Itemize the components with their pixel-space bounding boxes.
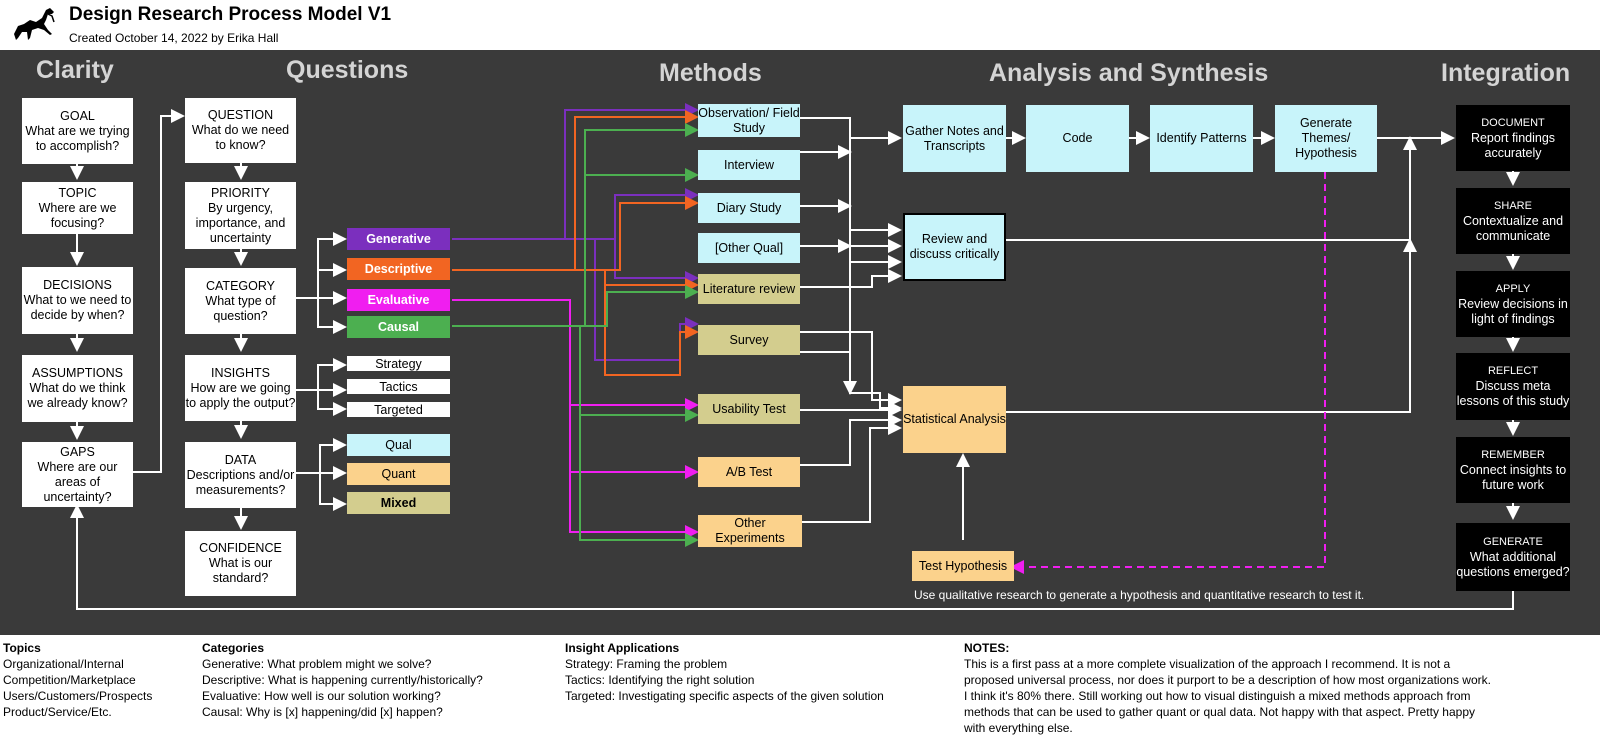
legend-categories: Categories Generative: What problem migh…	[202, 641, 483, 719]
diagram-title: Design Research Process Model V1	[69, 4, 392, 25]
method-test-hypothesis: Test Hypothesis	[912, 551, 1014, 581]
analysis-generate-themes: Generate Themes/ Hypothesis	[1275, 105, 1377, 172]
analysis-code: Code	[1026, 105, 1129, 172]
insight-chip-tactics: Tactics	[347, 379, 450, 394]
method-diary-study: Diary Study	[698, 193, 800, 223]
insight-chip-strategy: Strategy	[347, 356, 450, 371]
method-other-qual: [Other Qual]	[698, 233, 800, 263]
legend-insight-applications: Insight Applications Strategy: Framing t…	[565, 641, 884, 703]
method-usability-test: Usability Test	[698, 394, 800, 424]
analysis-identify-patterns: Identify Patterns	[1150, 105, 1253, 172]
insight-chip-targeted: Targeted	[347, 402, 450, 417]
analysis-gather-notes: Gather Notes and Transcripts	[903, 105, 1006, 172]
canvas-note: Use qualitative research to generate a h…	[914, 588, 1365, 602]
legend-notes: NOTES: This is a first pass at a more co…	[964, 641, 1491, 735]
column-heading-analysis: Analysis and Synthesis	[989, 59, 1269, 87]
data-chip-qual: Qual	[347, 434, 450, 456]
category-generative: Generative	[347, 228, 450, 250]
category-descriptive: Descriptive	[347, 258, 450, 280]
connector-lines	[70, 103, 1520, 610]
data-chip-quant: Quant	[347, 463, 450, 485]
analysis-review-discuss: Review and discuss critically	[903, 213, 1006, 281]
column-heading-clarity: Clarity	[36, 56, 114, 84]
category-evaluative: Evaluative	[347, 289, 450, 311]
header: Design Research Process Model V1 Created…	[0, 0, 1600, 50]
bucking-horse-icon	[14, 8, 55, 40]
column-heading-methods: Methods	[659, 59, 762, 87]
column-heading-integration: Integration	[1441, 59, 1571, 87]
method-interview: Interview	[698, 150, 800, 180]
method-survey: Survey	[698, 325, 800, 355]
data-chip-mixed: Mixed	[347, 492, 450, 514]
method-ab-test: A/B Test	[698, 457, 800, 487]
diagram-canvas: Clarity Questions Methods Analysis and S…	[0, 50, 1600, 635]
diagram-subtitle: Created October 14, 2022 by Erika Hall	[69, 31, 279, 45]
analysis-statistical: Statistical Analysis	[903, 386, 1006, 453]
category-causal: Causal	[347, 316, 450, 338]
method-other-experiments: Other Experiments	[698, 515, 802, 547]
column-heading-questions: Questions	[286, 56, 409, 84]
legend-topics: Topics Organizational/Internal Competiti…	[3, 641, 153, 719]
method-literature-review: Literature review	[698, 274, 800, 304]
method-observation: Observation/ Field Study	[698, 104, 800, 137]
legend: Topics Organizational/Internal Competiti…	[0, 635, 1600, 750]
